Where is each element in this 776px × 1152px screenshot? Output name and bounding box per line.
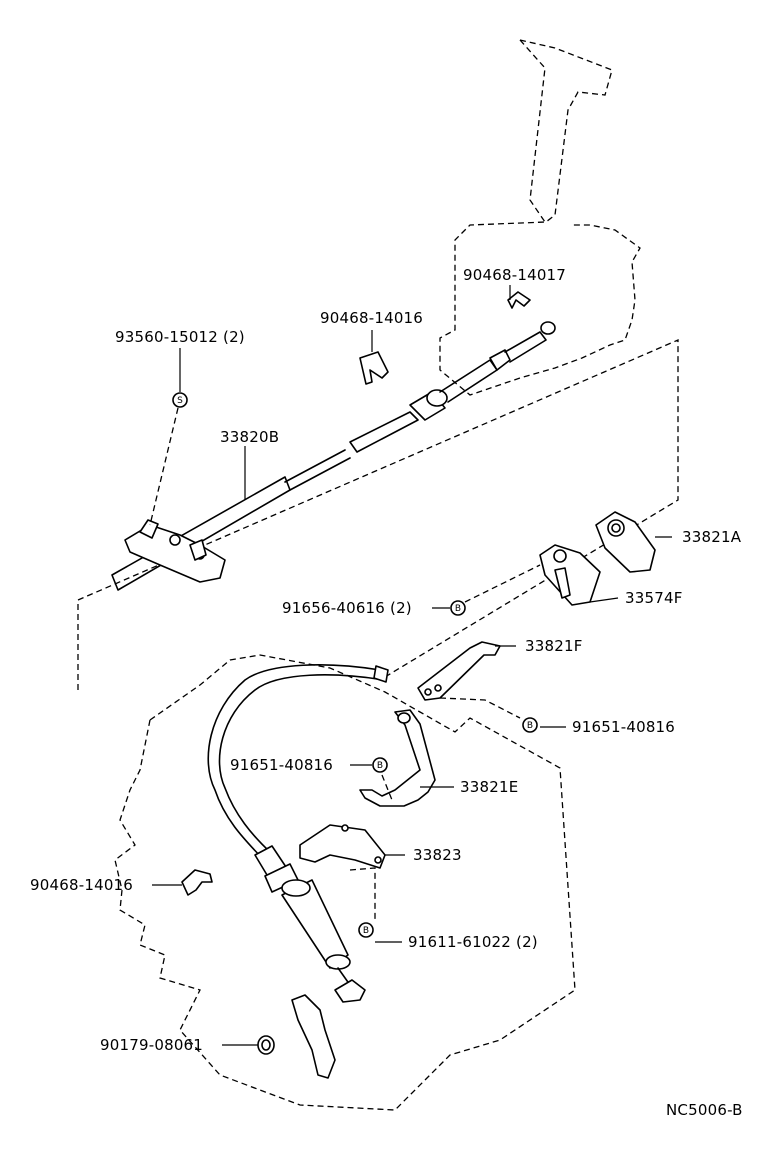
diagram-code: NC5006-B — [666, 1101, 743, 1119]
svg-text:B: B — [455, 604, 461, 614]
clip-90468-14016-left — [181, 869, 213, 896]
label-93560-15012: 93560-15012 (2) — [115, 328, 245, 346]
bracket-33821a — [595, 511, 656, 573]
label-91651-40816-right: 91651-40816 — [572, 718, 675, 736]
shift-lever-outline — [439, 39, 641, 396]
plate-bottom — [291, 994, 336, 1079]
label-33820b: 33820B — [220, 428, 279, 446]
label-90468-14016-left: 90468-14016 — [30, 876, 133, 894]
clip-90468-14017 — [507, 291, 531, 309]
leader-lines — [149, 285, 672, 1046]
label-90468-14017: 90468-14017 — [463, 266, 566, 284]
label-33574f: 33574F — [625, 589, 683, 607]
badge-b-91651-left: B — [372, 757, 388, 773]
bracket-33823 — [299, 824, 386, 869]
svg-text:B: B — [527, 721, 533, 731]
transmission-outline — [114, 654, 576, 1111]
label-33821a: 33821A — [682, 528, 742, 546]
lever-33821e — [359, 709, 436, 807]
label-90179-08061: 90179-08061 — [100, 1036, 203, 1054]
badge-s: S — [172, 392, 188, 408]
svg-text:B: B — [363, 926, 369, 936]
badge-b-91656: B — [450, 600, 466, 616]
cable-bracket — [124, 519, 226, 583]
label-91651-40816-left: 91651-40816 — [230, 756, 333, 774]
label-91611-61022: 91611-61022 (2) — [408, 933, 538, 951]
shift-cable-lower — [207, 664, 389, 1003]
nut-90179-08061 — [257, 1035, 275, 1055]
bracket-33574f — [539, 544, 601, 606]
label-33821e: 33821E — [460, 778, 518, 796]
assembly-frame — [77, 339, 679, 690]
lever-33821f — [417, 641, 501, 701]
svg-text:S: S — [177, 396, 183, 406]
label-33821f: 33821F — [525, 637, 583, 655]
badge-b-91651-right: B — [522, 717, 538, 733]
label-90468-14016-top: 90468-14016 — [320, 309, 423, 327]
label-91656-40616: 91656-40616 (2) — [282, 599, 412, 617]
badge-b-91611: B — [358, 922, 374, 938]
clip-90468-14016-top — [359, 351, 389, 385]
label-33823: 33823 — [413, 846, 462, 864]
shift-cable-upper — [111, 321, 556, 591]
svg-text:B: B — [377, 761, 383, 771]
